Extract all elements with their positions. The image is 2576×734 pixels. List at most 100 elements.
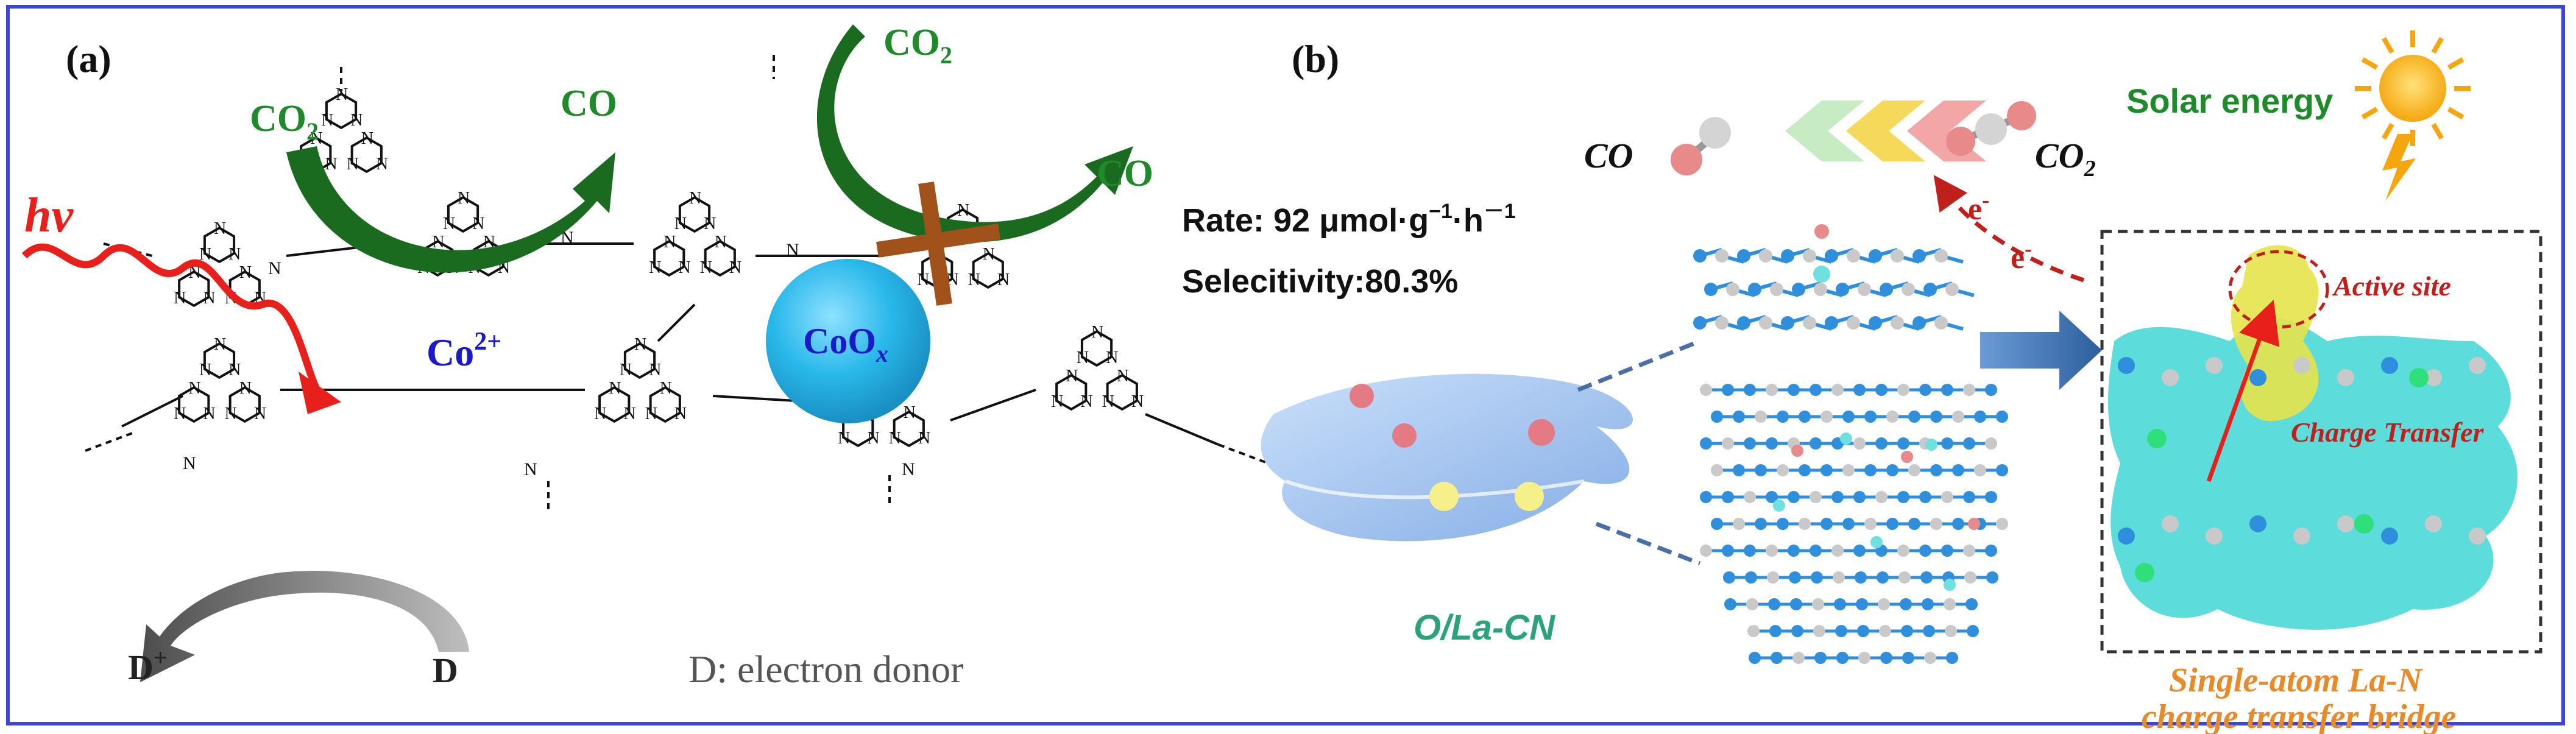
atom <box>1919 545 1931 557</box>
nitrogen-atom: N <box>1077 348 1089 367</box>
panel-b-label: (b) <box>1292 37 1339 80</box>
bond <box>1145 413 1219 446</box>
nitrogen-atom: N <box>704 214 716 233</box>
atom <box>1781 316 1794 330</box>
atom <box>1856 598 1868 610</box>
atom <box>1771 652 1783 664</box>
nitrogen-atom: N <box>902 459 915 479</box>
light-hv-label: hv <box>24 189 74 242</box>
atom <box>1744 384 1756 396</box>
co-right-label: CO <box>1097 153 1153 194</box>
nitrogen-atom: N <box>203 404 215 423</box>
co-molecule <box>1671 117 1731 175</box>
atom <box>1755 518 1767 530</box>
layer-structure-top <box>1693 224 1975 331</box>
atom <box>1733 518 1745 530</box>
ring <box>598 386 631 423</box>
atom <box>1744 491 1756 503</box>
atom <box>1963 545 1975 557</box>
ring <box>203 226 236 264</box>
nitrogen-atom: N <box>634 335 646 354</box>
atom <box>1781 249 1794 263</box>
nitrogen-atom: N <box>225 404 237 423</box>
co-ion-label: Co2+ <box>426 328 501 374</box>
atom <box>2118 357 2135 374</box>
atom <box>1814 652 1827 664</box>
atom <box>1923 283 1937 296</box>
nitrogen-atom: N <box>1117 367 1129 386</box>
atom <box>1919 384 1931 396</box>
zoom-connector-bottom <box>1595 521 1701 566</box>
nitrogen-atom: N <box>347 155 359 174</box>
atom <box>1891 249 1904 263</box>
atom <box>1799 411 1811 423</box>
la-atom <box>1813 266 1830 283</box>
atom <box>1941 437 1953 450</box>
atom <box>1768 598 1780 610</box>
atom <box>1842 464 1855 476</box>
la-atom <box>1773 499 1785 512</box>
nitrogen-atom: N <box>715 233 727 252</box>
ring <box>1055 373 1088 411</box>
nitrogen-atom: N <box>174 289 186 308</box>
nitrogen-atom: N <box>214 335 226 354</box>
la-atom <box>1870 536 1883 548</box>
nitrogen-atom: N <box>1091 323 1103 342</box>
atom <box>1897 384 1909 396</box>
nitrogen-atom: N <box>904 403 916 422</box>
co2-left-label: CO2 <box>250 98 319 145</box>
nitrogen-atom: N <box>867 429 879 448</box>
atom <box>2469 528 2486 545</box>
atom <box>1810 437 1822 450</box>
atom <box>1777 411 1789 423</box>
atom <box>2381 528 2398 545</box>
nitrogen-atom: N <box>678 258 690 277</box>
atom <box>2162 515 2179 532</box>
ring <box>178 270 210 308</box>
atom <box>1920 571 1933 584</box>
atom <box>1996 411 2008 423</box>
atom <box>1934 249 1948 263</box>
atom <box>1745 571 1757 584</box>
blocked-cross-icon <box>876 182 1000 306</box>
atom <box>1858 283 1871 296</box>
light-arrow-head <box>299 372 341 414</box>
atom <box>2337 515 2354 532</box>
atom <box>1749 652 1761 664</box>
atom <box>1766 545 1778 557</box>
nitrogen-atom: N <box>376 155 388 174</box>
atom <box>1966 598 1978 610</box>
nitrogen-atom: N <box>649 258 661 277</box>
co-left-label: CO <box>561 83 617 124</box>
solar-energy-label: Solar energy <box>2126 82 2333 120</box>
atom <box>1985 545 1997 557</box>
atom <box>1715 316 1729 330</box>
nitrogen-atom: N <box>1051 392 1063 411</box>
atom <box>1825 316 1838 330</box>
atom <box>1974 464 1986 476</box>
nitrogen-atom: N <box>174 404 186 423</box>
co2-right-label: CO2 <box>883 22 952 69</box>
atom <box>2249 515 2266 532</box>
atom <box>1722 384 1734 396</box>
atom <box>1766 491 1778 503</box>
atom <box>1788 491 1800 503</box>
nitrogen-atom: N <box>214 219 226 238</box>
nitrogen-atom: N <box>199 245 211 264</box>
lattice-structure <box>1700 384 2008 664</box>
atom <box>1831 545 1844 557</box>
atom <box>1836 652 1849 664</box>
atom <box>1934 316 1948 330</box>
atom <box>1767 571 1779 584</box>
atom <box>1726 283 1739 296</box>
zoom-connector-top <box>1577 339 1701 392</box>
atom <box>1897 545 1909 557</box>
atom <box>1902 283 1915 296</box>
la-atom <box>1840 432 1852 445</box>
atom <box>1974 411 1986 423</box>
atom <box>1857 625 1869 637</box>
bond <box>657 303 696 342</box>
atom <box>1834 598 1846 610</box>
atom <box>1945 283 1959 296</box>
